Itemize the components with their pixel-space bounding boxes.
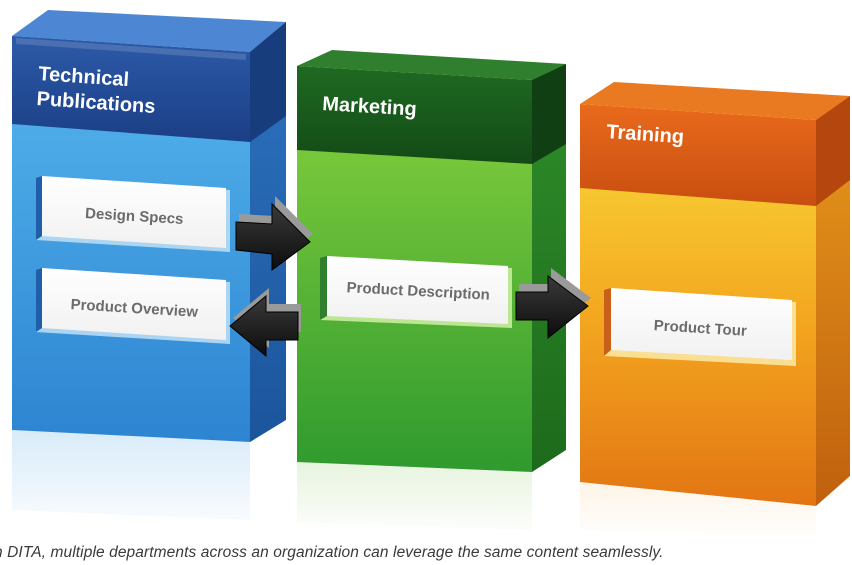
title-band — [580, 104, 816, 206]
box-top — [297, 50, 566, 80]
department-marketing: Marketing Product Description — [297, 50, 566, 472]
card-label-design-specs: Design Specs — [85, 205, 184, 228]
box-top — [580, 82, 850, 120]
department-title: Technical Publications — [36, 63, 158, 118]
content-card: Design Specs — [36, 176, 230, 252]
arrow-right-icon — [235, 196, 313, 271]
content-card: Product Tour — [604, 288, 796, 366]
content-card: Product Description — [320, 256, 512, 328]
card-label-product-tour: Product Tour — [653, 317, 747, 340]
title-band — [297, 66, 532, 164]
content-reuse-diagram: Technical Publications Design Specs Prod… — [0, 10, 852, 540]
title-band — [12, 36, 250, 142]
arrow-right-icon — [515, 268, 591, 340]
diagram-caption: h DITA, multiple departments across an o… — [0, 544, 664, 561]
content-card: Product Overview — [36, 268, 230, 344]
department-title: Training — [606, 121, 685, 148]
box-top — [12, 10, 286, 52]
department-training: Training Product Tour — [580, 82, 850, 506]
arrow-left-icon — [229, 288, 301, 358]
department-title-line: Training — [606, 121, 685, 148]
box-side — [532, 64, 566, 472]
